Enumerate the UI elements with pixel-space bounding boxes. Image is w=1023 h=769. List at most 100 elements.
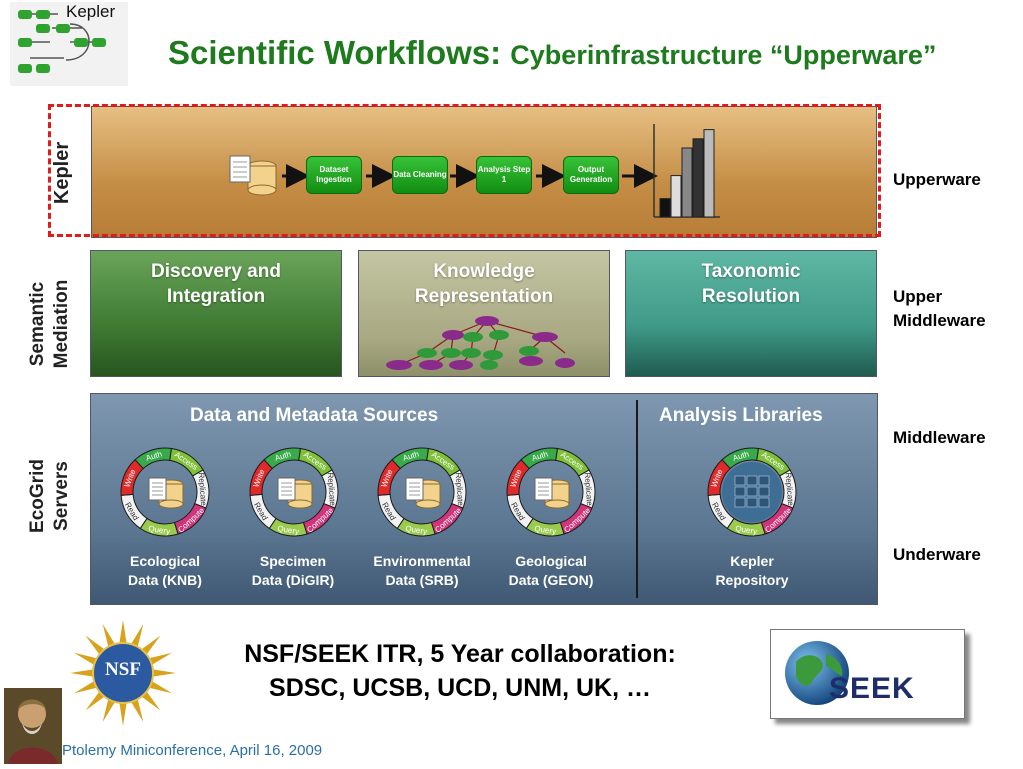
kepler-logo-text: Kepler bbox=[66, 2, 116, 21]
ring-segment-label: Query bbox=[277, 524, 300, 536]
ring-segment-label: Replicate bbox=[454, 472, 466, 506]
database-icon bbox=[534, 477, 570, 509]
label-middleware: Middleware bbox=[893, 428, 986, 447]
ecogrid-label-line2: Servers bbox=[51, 461, 72, 531]
ptolemy-portrait bbox=[4, 688, 62, 769]
libraries-heading: Analysis Libraries bbox=[659, 405, 823, 426]
semantic-label-line1: Semantic bbox=[27, 281, 48, 367]
ecogrid-label-line1: EcoGrid bbox=[27, 459, 48, 533]
kepler-logo bbox=[10, 2, 128, 86]
panel-discovery: Discovery and Integration bbox=[90, 250, 342, 377]
step-output-generation: Output Generation bbox=[563, 156, 619, 194]
nsf-ray bbox=[149, 652, 172, 665]
step-dataset-ingestion: Dataset Ingestion bbox=[306, 156, 362, 194]
ring-segment-label: Query bbox=[735, 524, 758, 536]
output-chart-bar bbox=[692, 138, 704, 218]
source-label-environmental: Environmental Data (SRB) bbox=[357, 552, 487, 590]
source-line1: Ecological bbox=[129, 553, 201, 569]
title-main: Scientific Workflows: bbox=[168, 34, 502, 71]
ring-segment bbox=[707, 459, 731, 496]
source-label-specimen: Specimen Data (DiGIR) bbox=[228, 552, 358, 590]
nsf-ray bbox=[131, 624, 144, 647]
nsf-ray bbox=[119, 702, 127, 726]
nsf-logo-text: NSF bbox=[105, 659, 141, 680]
analysis-library-icon bbox=[722, 462, 782, 522]
panel-taxonomic: Taxonomic Resolution bbox=[625, 250, 877, 377]
panel-taxonomic-title: Taxonomic Resolution bbox=[701, 261, 801, 307]
step-analysis: Analysis Step 1 bbox=[476, 156, 532, 194]
output-chart-icon bbox=[653, 124, 720, 218]
semantic-side-label: Semantic Mediation bbox=[26, 272, 78, 376]
ring-segment-label: Replicate bbox=[784, 472, 796, 506]
source-line1: Geological bbox=[515, 553, 587, 569]
nsf-ray bbox=[141, 635, 161, 655]
footer-text: Ptolemy Miniconference, April 16, 2009 bbox=[62, 742, 323, 759]
ring-segment-label: Replicate bbox=[197, 472, 209, 506]
nsf-ray bbox=[74, 652, 97, 665]
nsf-logo bbox=[68, 618, 178, 733]
repository-label: Kepler Repository bbox=[687, 552, 817, 590]
ring-segment bbox=[120, 459, 144, 496]
output-chart-bar bbox=[703, 129, 715, 218]
seek-logo-text: SEEK bbox=[829, 672, 915, 705]
nsf-ray bbox=[85, 635, 105, 655]
output-chart-bar bbox=[659, 198, 671, 218]
collaboration-line2: SDSC, UCSB, UCD, UNM, UK, … bbox=[269, 674, 651, 702]
ring-segment bbox=[506, 459, 530, 496]
ring-segment-label: Replicate bbox=[583, 472, 595, 506]
output-chart-bar bbox=[681, 147, 693, 218]
panel-discovery-title: Discovery and Integration bbox=[151, 261, 281, 307]
label-underware: Underware bbox=[893, 545, 981, 564]
globe-icon bbox=[782, 638, 852, 713]
ring-segment-label: Query bbox=[534, 524, 557, 536]
source-label-ecological: Ecological Data (KNB) bbox=[100, 552, 230, 590]
database-icon bbox=[405, 477, 441, 509]
ring-segment bbox=[377, 459, 401, 496]
ecogrid-side-label: EcoGrid Servers bbox=[26, 444, 78, 548]
source-line2: Data (SRB) bbox=[385, 572, 459, 588]
ecogrid-divider bbox=[636, 400, 638, 598]
kepler-highlight-frame bbox=[48, 104, 881, 237]
source-line2: Data (KNB) bbox=[128, 572, 202, 588]
sources-heading: Data and Metadata Sources bbox=[190, 405, 439, 426]
database-icon bbox=[148, 477, 184, 509]
ring-segment-label: Query bbox=[148, 524, 171, 536]
panel-knowledge-title: Knowledge Representation bbox=[414, 261, 554, 307]
ring-segment-label: Query bbox=[405, 524, 428, 536]
panel-knowledge: Knowledge Representation bbox=[358, 250, 610, 377]
ring-segment bbox=[249, 459, 273, 496]
nsf-ray bbox=[102, 699, 115, 722]
nsf-ray bbox=[74, 681, 97, 694]
kepler-side-label: Kepler bbox=[51, 141, 73, 205]
nsf-ray bbox=[85, 691, 105, 711]
nsf-ray bbox=[102, 624, 115, 647]
dataset-icon bbox=[228, 152, 280, 203]
repository-line2: Repository bbox=[715, 572, 789, 588]
nsf-ray bbox=[152, 669, 176, 677]
label-upper-middleware: Upper Middleware bbox=[893, 285, 986, 333]
repository-line1: Kepler bbox=[730, 553, 774, 569]
nsf-ray bbox=[131, 699, 144, 722]
ring-segment-label: Replicate bbox=[326, 472, 338, 506]
nsf-ray bbox=[141, 691, 161, 711]
collaboration-text: NSF/SEEK ITR, 5 Year collaboration: SDSC… bbox=[170, 637, 750, 705]
collaboration-line1: NSF/SEEK ITR, 5 Year collaboration: bbox=[244, 640, 676, 668]
source-line2: Data (DiGIR) bbox=[251, 572, 335, 588]
page-title: Scientific Workflows: Cyberinfrastructur… bbox=[168, 34, 936, 72]
source-line2: Data (GEON) bbox=[508, 572, 594, 588]
label-middleware-upper: Middleware bbox=[893, 311, 986, 330]
label-upper: Upper bbox=[893, 287, 943, 306]
nsf-ray bbox=[149, 681, 172, 694]
source-label-geological: Geological Data (GEON) bbox=[486, 552, 616, 590]
step-data-cleaning: Data Cleaning bbox=[392, 156, 448, 194]
database-icon bbox=[277, 477, 313, 509]
label-upperware: Upperware bbox=[893, 170, 981, 189]
source-line1: Environmental bbox=[373, 553, 471, 569]
workflow-arrows bbox=[282, 164, 658, 188]
nsf-ray bbox=[70, 669, 94, 677]
